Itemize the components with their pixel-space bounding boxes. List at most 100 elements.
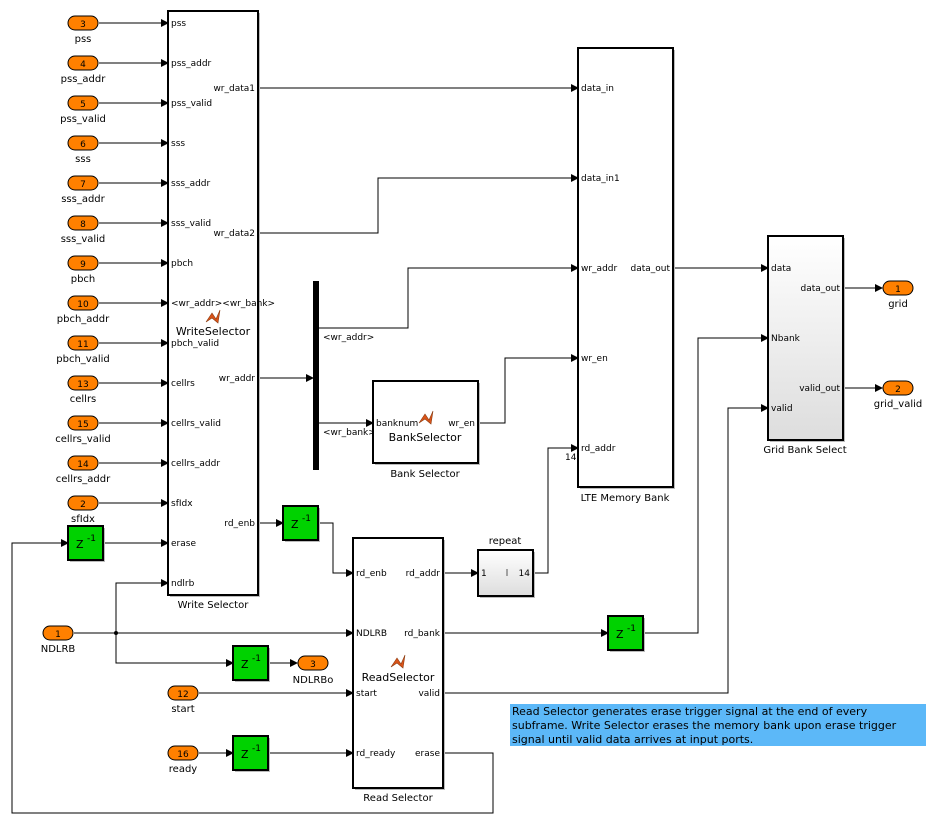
read-selector-function-name: ReadSelector <box>362 671 435 684</box>
read-selector-caption: Read Selector <box>363 793 433 804</box>
inport-sss[interactable] <box>67 135 99 151</box>
inport-ready-number: 16 <box>177 750 189 760</box>
inport-pss-number: 3 <box>80 20 86 30</box>
write-selector-input-label: cellrs_valid <box>171 419 221 429</box>
inport-pss_valid-label: pss_valid <box>60 114 106 125</box>
unit-delay-ndlrb-exponent: -1 <box>252 654 261 664</box>
inport-sfIdx[interactable] <box>67 495 99 511</box>
memory-bank-output-label: data_out <box>630 264 670 274</box>
outport-grid-valid-label: grid_valid <box>874 399 923 410</box>
bank-selector-output-label: wr_en <box>448 419 475 429</box>
inport-cellrs_addr[interactable] <box>67 455 99 471</box>
inport-ready-label: ready <box>169 764 198 775</box>
unit-delay-erase[interactable] <box>67 525 104 561</box>
annotation-note: Read Selector generates erase trigger si… <box>510 704 926 746</box>
inport-cellrs[interactable] <box>67 375 99 391</box>
repeat-caption: repeat <box>489 536 522 547</box>
inport-pbch[interactable] <box>67 255 99 271</box>
inport-cellrs_valid[interactable] <box>67 415 99 431</box>
inport-sss_valid-number: 8 <box>80 220 86 230</box>
repeat-block[interactable] <box>477 549 534 597</box>
signal-line[interactable] <box>443 404 769 694</box>
read-selector-input-label: rd_enb <box>356 569 387 579</box>
inport-pbch-number: 9 <box>80 260 86 270</box>
inport-sss_addr-number: 7 <box>80 180 86 190</box>
write-selector-caption: Write Selector <box>178 600 250 611</box>
memory-bank-input-label: rd_addr <box>581 444 616 454</box>
bank-selector-block[interactable] <box>372 380 479 464</box>
inport-pbch_valid-number: 11 <box>77 340 88 350</box>
signal-line[interactable] <box>643 334 769 634</box>
repeat-output-dim: 14 <box>519 569 531 579</box>
bus-output-wr-addr: <wr_addr> <box>323 333 374 343</box>
inport-ready[interactable] <box>167 745 199 761</box>
signal-line[interactable] <box>11 539 494 814</box>
read-selector-output-label: erase <box>415 749 440 759</box>
bus-selector[interactable] <box>313 281 319 470</box>
inport-sss_valid[interactable] <box>67 215 99 231</box>
write-selector-output-label: wr_addr <box>219 374 256 384</box>
inport-pss[interactable] <box>67 15 99 31</box>
inport-start[interactable] <box>167 685 199 701</box>
signal-line[interactable] <box>115 633 234 667</box>
unit-delay-rd-bank[interactable] <box>607 615 644 651</box>
memory-bank-input-label: wr_addr <box>581 264 618 274</box>
signal-line[interactable] <box>115 579 169 633</box>
bank-selector-caption: Bank Selector <box>390 469 460 480</box>
inport-pss_valid[interactable] <box>67 95 99 111</box>
inport-sss-number: 6 <box>80 140 86 150</box>
signal-line[interactable] <box>258 174 579 234</box>
matlab-function-icon <box>205 309 221 324</box>
unit-delay-rd-enb-label: Z <box>291 518 299 531</box>
signal-line[interactable] <box>533 444 579 574</box>
inport-start-label: start <box>171 704 194 715</box>
write-selector-output-label: rd_enb <box>224 519 255 529</box>
grid-bank-select-output-label: data_out <box>800 284 840 294</box>
signal-dimension-label: 14 <box>565 453 577 463</box>
unit-delay-ndlrb[interactable] <box>232 645 269 681</box>
signal-line[interactable] <box>318 522 354 577</box>
inport-pss_addr[interactable] <box>67 55 99 71</box>
outport-NDLRBo-label: NDLRBo <box>293 675 334 686</box>
write-selector-input-label: cellrs <box>171 379 195 389</box>
inport-sss_addr-label: sss_addr <box>61 194 105 205</box>
read-selector-input-label: NDLRB <box>356 629 387 639</box>
outport-NDLRBo-number: 3 <box>310 660 316 670</box>
grid-bank-select-block[interactable] <box>767 235 844 441</box>
write-selector-input-label: <wr_addr><wr_bank> <box>171 299 275 309</box>
unit-delay-rd-enb-exponent: -1 <box>302 514 311 524</box>
unit-delay-rd-enb[interactable] <box>282 505 319 541</box>
signal-line[interactable] <box>478 354 579 424</box>
grid-bank-select-input-label: Nbank <box>771 334 801 344</box>
inport-cellrs_addr-label: cellrs_addr <box>56 474 111 485</box>
memory-bank-input-label: wr_en <box>581 354 608 364</box>
bus-output-wr-bank: <wr_bank> <box>323 428 376 438</box>
inport-pbch_addr[interactable] <box>67 295 99 311</box>
outport-grid-number: 1 <box>895 285 901 295</box>
write-selector-output-label: wr_data2 <box>213 229 255 239</box>
write-selector-input-label: pbch <box>171 259 193 269</box>
write-selector-input-label: sss_valid <box>171 219 211 229</box>
inport-NDLRB[interactable] <box>42 625 74 641</box>
outport-NDLRBo[interactable] <box>297 655 329 671</box>
unit-delay-ready-exponent: -1 <box>252 744 261 754</box>
write-selector-block[interactable] <box>167 10 259 596</box>
outport-grid[interactable] <box>882 280 914 296</box>
outport-grid-valid[interactable] <box>882 380 914 396</box>
inport-cellrs_valid-label: cellrs_valid <box>55 434 110 445</box>
inport-cellrs-label: cellrs <box>70 394 97 405</box>
inport-sfIdx-label: sfIdx <box>71 514 95 525</box>
write-selector-input-label: sfIdx <box>171 499 193 509</box>
inport-pss_valid-number: 5 <box>80 100 86 110</box>
signal-line[interactable] <box>319 264 579 329</box>
branch-point <box>114 631 118 635</box>
inport-pss_addr-number: 4 <box>80 60 86 70</box>
inport-sss_addr[interactable] <box>67 175 99 191</box>
inport-NDLRB-number: 1 <box>55 630 61 640</box>
unit-delay-ready[interactable] <box>232 735 269 771</box>
inport-start-number: 12 <box>177 690 188 700</box>
inport-cellrs-number: 13 <box>77 380 88 390</box>
lte-memory-bank-block[interactable] <box>577 47 674 488</box>
inport-pbch_valid[interactable] <box>67 335 99 351</box>
